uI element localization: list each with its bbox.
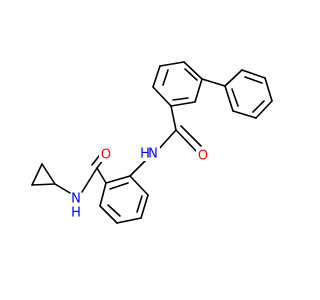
ring-c-bond-3 <box>99 205 118 224</box>
atom-label-n-bottom: N <box>71 192 81 207</box>
ring-a-bond-6 <box>152 86 172 107</box>
ring-a-bond-3 <box>183 61 203 80</box>
atoms-layer: N H O O N H <box>69 147 210 221</box>
n-bottom-to-cyclopropyl <box>54 183 71 194</box>
atom-label-h-bottom: H <box>71 206 81 221</box>
ring-a-bond-5 <box>170 101 196 107</box>
atom-label-n-top: N <box>148 147 158 162</box>
o-top-label-bg <box>196 149 210 163</box>
amide-top-cn <box>157 129 177 151</box>
carbonyl-bottom-co-2 <box>91 155 100 166</box>
ring-b-bond-2 <box>241 69 266 79</box>
ring-a-bond-2 <box>159 61 185 67</box>
ring-c-bond-6 <box>129 175 149 196</box>
ring-c-bond-1 <box>105 175 131 184</box>
bonds-layer <box>31 61 273 224</box>
n-top-to-ring-c <box>129 158 148 177</box>
ring-b-bond-4 <box>255 100 273 119</box>
ring-b-double-3 <box>231 88 239 107</box>
amide-bottom-cn <box>81 167 98 193</box>
atom-label-o-bottom: O <box>101 148 111 163</box>
o-bottom-label-bg <box>99 148 113 162</box>
cyclopropyl-bond-2 <box>31 163 43 186</box>
nh-top-label-bg <box>140 147 160 161</box>
biphenyl-link <box>201 78 226 87</box>
ring-c-double-1 <box>107 204 121 217</box>
ring-a-double-1 <box>162 69 169 86</box>
atom-label-h-top: H <box>140 147 150 162</box>
ring-a-bond-4 <box>194 78 203 103</box>
ring-a-double-3 <box>172 97 189 101</box>
ring-c-bond-5 <box>140 194 149 219</box>
ring-a-double-2 <box>184 68 198 81</box>
ring-a-bond-1 <box>152 65 161 88</box>
carbonyl-top-co-1 <box>175 129 198 153</box>
ring-b-bond-6 <box>224 85 234 112</box>
structure-canvas: N H O O N H <box>31 61 273 224</box>
ring-b-bond-1 <box>224 69 243 87</box>
carbonyl-top-co-2 <box>180 125 202 147</box>
ring-b-double-1 <box>244 76 263 84</box>
atom-label-o-top: O <box>198 149 208 164</box>
cyclopropyl-bond-1 <box>31 183 56 186</box>
ring-c-bond-2 <box>99 182 107 207</box>
carbonyl-top-link <box>170 105 177 131</box>
cyclopropyl-bond-3 <box>41 163 56 185</box>
ring-b-bond-3 <box>264 77 273 102</box>
carbonyl-bottom-link <box>96 167 107 184</box>
molecule-structure: N H O O N H <box>31 61 273 224</box>
ring-c-double-2 <box>136 195 143 213</box>
ring-b-bond-5 <box>232 110 257 119</box>
ring-c-double-3 <box>109 182 129 190</box>
nh-bottom-label-bg <box>69 195 83 217</box>
ring-b-double-2 <box>252 100 265 113</box>
ring-c-bond-4 <box>116 217 142 224</box>
